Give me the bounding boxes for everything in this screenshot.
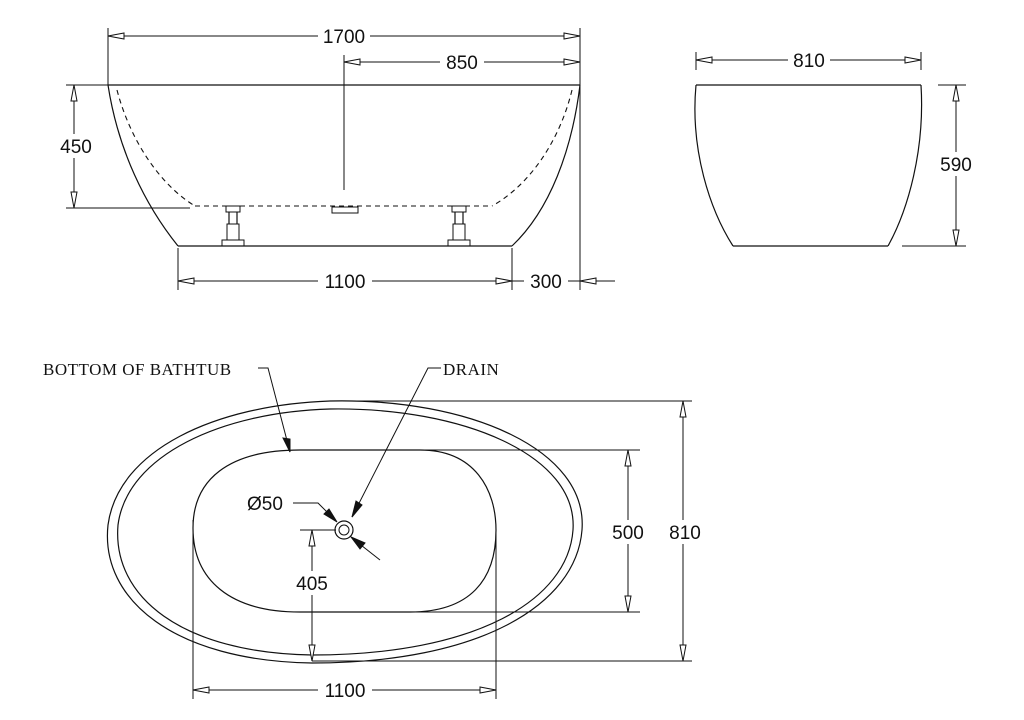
dimension-drain-offset: 405 <box>290 529 336 662</box>
drain-diameter-value: Ø50 <box>247 494 283 515</box>
dimension-base-length: 1100 <box>177 248 513 293</box>
end-view: 810 590 <box>694 48 978 247</box>
dimension-bottom-length: 1100 <box>192 520 497 702</box>
end-width-value: 810 <box>793 51 825 72</box>
end-view-tub-outline <box>694 84 923 247</box>
drain-callout: DRAIN <box>351 360 499 518</box>
dimension-half-length: 850 <box>343 50 581 190</box>
bottom-width-value: 500 <box>612 523 644 544</box>
plan-view: BOTTOM OF BATHTUB DRAIN Ø50 405 <box>43 360 708 702</box>
plan-view-outer-rim <box>106 400 583 664</box>
depth-value: 450 <box>60 137 92 158</box>
dimension-overall-length: 1700 <box>107 24 581 85</box>
bottom-length-value: 1100 <box>325 681 366 702</box>
end-height-value: 590 <box>940 155 972 176</box>
dimension-depth: 450 <box>54 84 190 209</box>
dimension-overall-width: 810 <box>312 400 708 662</box>
base-length-value: 1100 <box>325 272 366 293</box>
drain-offset-value: 405 <box>296 574 328 595</box>
bottom-of-bathtub-callout: BOTTOM OF BATHTUB <box>43 360 291 453</box>
half-length-value: 850 <box>446 53 478 74</box>
side-view: 1700 850 450 11 <box>54 24 615 293</box>
overall-width-value: 810 <box>669 523 701 544</box>
side-view-drain-fitting <box>331 206 359 214</box>
dimension-bottom-width: 500 <box>330 449 651 613</box>
plan-view-bottom-outline <box>192 449 497 613</box>
left-adjustable-foot <box>221 205 245 247</box>
overhang-value: 300 <box>530 272 562 293</box>
drain-label: DRAIN <box>443 360 499 379</box>
dimension-overhang: 300 <box>512 85 615 293</box>
dimension-end-width: 810 <box>695 48 922 72</box>
overall-length-value: 1700 <box>323 27 365 48</box>
bottom-of-bathtub-label: BOTTOM OF BATHTUB <box>43 360 232 379</box>
dimension-end-height: 590 <box>902 84 978 247</box>
dimension-drain-diameter: Ø50 <box>247 494 381 561</box>
right-adjustable-foot <box>447 205 471 247</box>
